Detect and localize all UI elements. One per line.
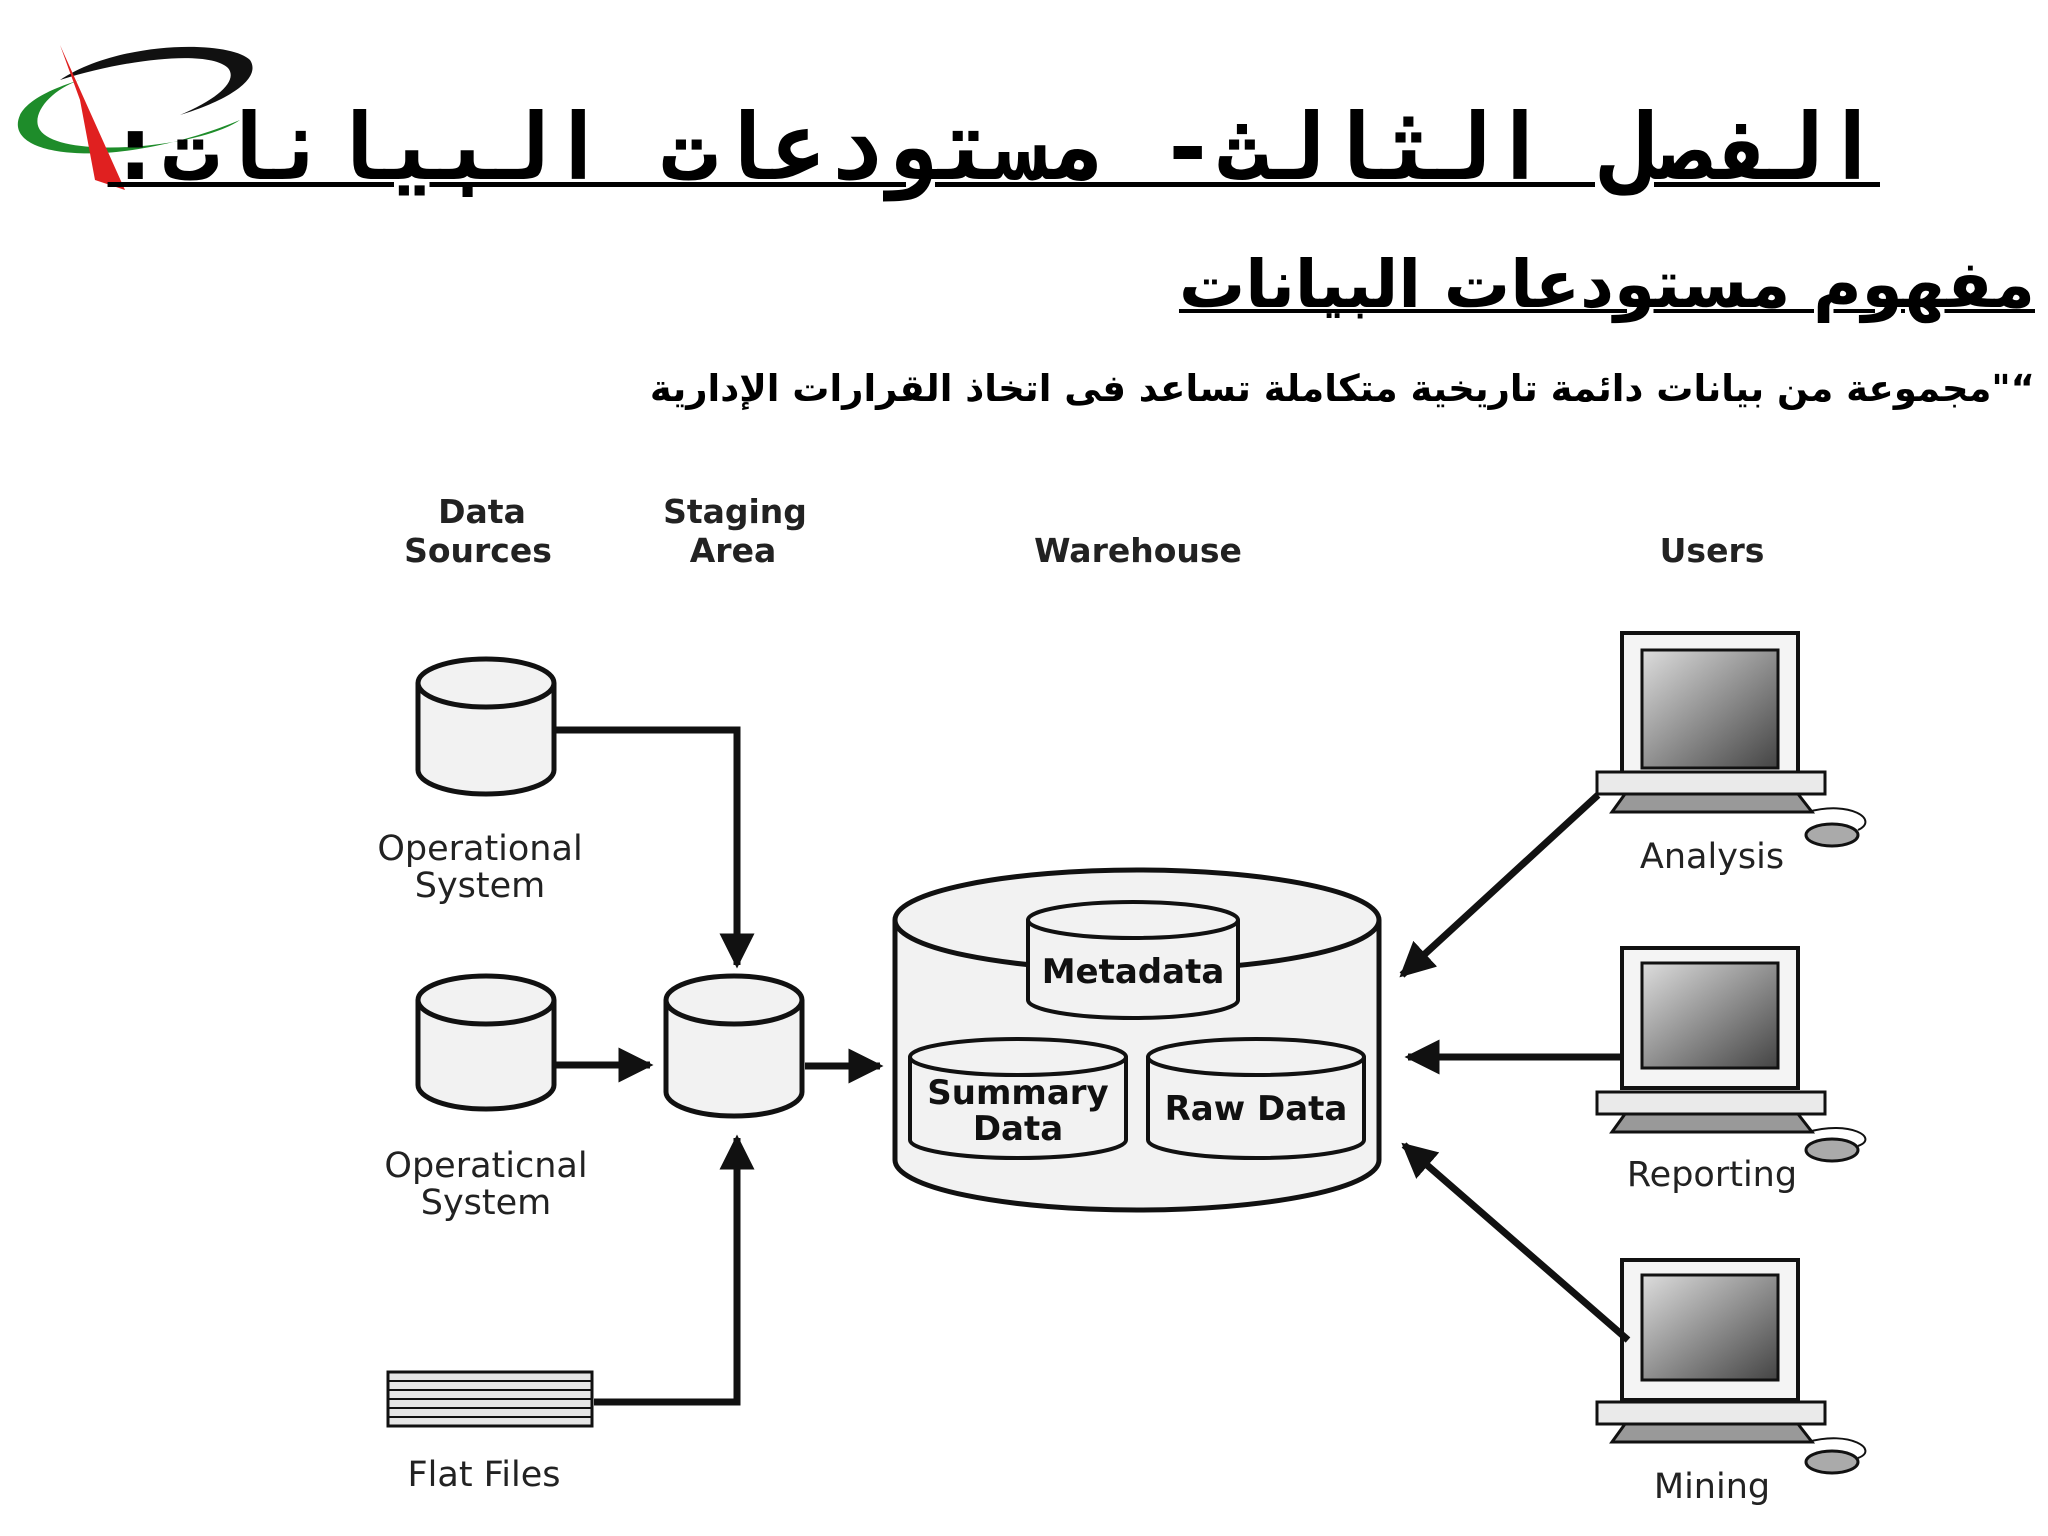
header-users: Users: [1660, 531, 1765, 570]
subtitle: مفهوم مستودعات البيانات: [1178, 246, 2035, 323]
database-cylinder-icon: [415, 973, 557, 1112]
raw-data-label: Raw Data: [1165, 1089, 1348, 1129]
user-analysis-label: Analysis: [1640, 837, 1784, 877]
header-staging-area-line2: Area: [690, 531, 776, 570]
definition-text: “"مجموعة من بيانات دائمة تاريخية متكاملة…: [649, 367, 2035, 410]
source-1-label-line2: System: [415, 866, 546, 906]
header-staging-area-line1: Staging: [663, 492, 807, 531]
source-2-label-line1: Operaticnal: [384, 1146, 587, 1186]
metadata-label: Metadata: [1042, 952, 1225, 992]
arrow-mining-to-warehouse: [1401, 1142, 1631, 1343]
raw-data-cylinder-icon: [1146, 1037, 1366, 1160]
summary-data-label-line1: Summary: [927, 1073, 1108, 1113]
arrow-analysis-to-warehouse: [1399, 792, 1601, 978]
source-1-label-line1: Operational: [377, 829, 582, 869]
metadata-cylinder-icon: [1026, 900, 1240, 1020]
logo: [17, 45, 253, 190]
arrow-flatfiles-to-staging: [594, 1134, 755, 1406]
user-reporting-label: Reporting: [1627, 1155, 1797, 1195]
user-mining-label: Mining: [1654, 1467, 1770, 1507]
database-cylinder-icon: [415, 656, 557, 797]
arrow-source1-to-staging: [556, 726, 755, 969]
main-title: الفصل الثالث- مستودعات البيانات:: [107, 94, 1880, 201]
computer-icon: [1595, 946, 1867, 1163]
computer-icon: [1595, 1258, 1867, 1475]
computer-icon: [1595, 631, 1867, 848]
flat-files-icon: [386, 1370, 594, 1428]
summary-data-label-line2: Data: [973, 1109, 1063, 1149]
header-data-sources-line1: Data: [438, 492, 526, 531]
flat-files-label: Flat Files: [408, 1455, 561, 1495]
source-2-label-line2: System: [421, 1183, 552, 1223]
summary-data-cylinder-icon: [908, 1037, 1128, 1160]
header-warehouse: Warehouse: [1034, 531, 1242, 570]
staging-cylinder-icon: [663, 973, 805, 1119]
header-data-sources-line2: Sources: [404, 531, 552, 570]
